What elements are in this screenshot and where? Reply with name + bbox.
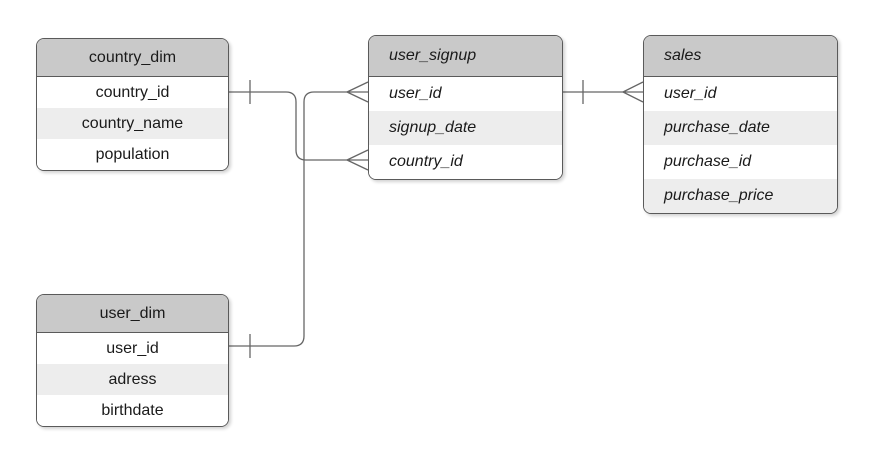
field-row-country-name[interactable]: country_name <box>37 108 228 139</box>
field-row-purchase-id[interactable]: purchase_id <box>644 145 837 179</box>
field-label: purchase_price <box>664 187 774 204</box>
field-label: population <box>95 145 170 163</box>
crow-foot-many-icon <box>622 81 644 103</box>
crow-foot-many-icon <box>346 81 369 103</box>
field-label: country_id <box>389 153 463 170</box>
field-row-adress[interactable]: adress <box>37 364 228 395</box>
field-label: country_id <box>95 83 170 101</box>
table-sales[interactable]: sales user_id purchase_date purchase_id … <box>643 35 838 214</box>
field-row-user-id[interactable]: user_id <box>644 77 837 111</box>
connector-usersignup-sales[interactable] <box>563 80 644 104</box>
table-country-dim-header[interactable]: country_dim <box>37 39 228 77</box>
field-label: adress <box>108 370 157 388</box>
field-row-user-id[interactable]: user_id <box>37 333 228 364</box>
field-label: user_id <box>106 339 159 357</box>
table-sales-header[interactable]: sales <box>644 36 837 77</box>
field-row-user-id[interactable]: user_id <box>369 77 562 111</box>
field-row-purchase-date[interactable]: purchase_date <box>644 111 837 145</box>
field-row-purchase-price[interactable]: purchase_price <box>644 179 837 213</box>
field-label: birthdate <box>101 401 164 419</box>
table-title: sales <box>664 47 702 64</box>
table-country-dim[interactable]: country_dim country_id country_name popu… <box>36 38 229 171</box>
field-label: signup_date <box>389 119 477 136</box>
field-row-population[interactable]: population <box>37 139 228 170</box>
field-label: purchase_id <box>664 153 752 170</box>
table-user-dim-header[interactable]: user_dim <box>37 295 228 333</box>
crow-foot-many-icon <box>346 149 369 171</box>
connector-path <box>229 91 347 347</box>
connector-path <box>229 91 347 161</box>
connector-userdim-usersignup[interactable] <box>229 81 369 358</box>
connector-countrydim-usersignup[interactable] <box>229 80 369 171</box>
table-user-signup[interactable]: user_signup user_id signup_date country_… <box>368 35 563 180</box>
field-row-country-id[interactable]: country_id <box>37 77 228 108</box>
field-label: user_id <box>389 85 442 102</box>
field-label: country_name <box>81 114 184 132</box>
table-user-signup-header[interactable]: user_signup <box>369 36 562 77</box>
field-label: user_id <box>664 85 717 102</box>
field-label: purchase_date <box>664 119 770 136</box>
field-row-signup-date[interactable]: signup_date <box>369 111 562 145</box>
table-title: country_dim <box>88 48 177 66</box>
field-row-birthdate[interactable]: birthdate <box>37 395 228 426</box>
table-title: user_dim <box>99 304 166 322</box>
field-row-country-id[interactable]: country_id <box>369 145 562 179</box>
table-user-dim[interactable]: user_dim user_id adress birthdate <box>36 294 229 427</box>
table-title: user_signup <box>389 47 477 64</box>
